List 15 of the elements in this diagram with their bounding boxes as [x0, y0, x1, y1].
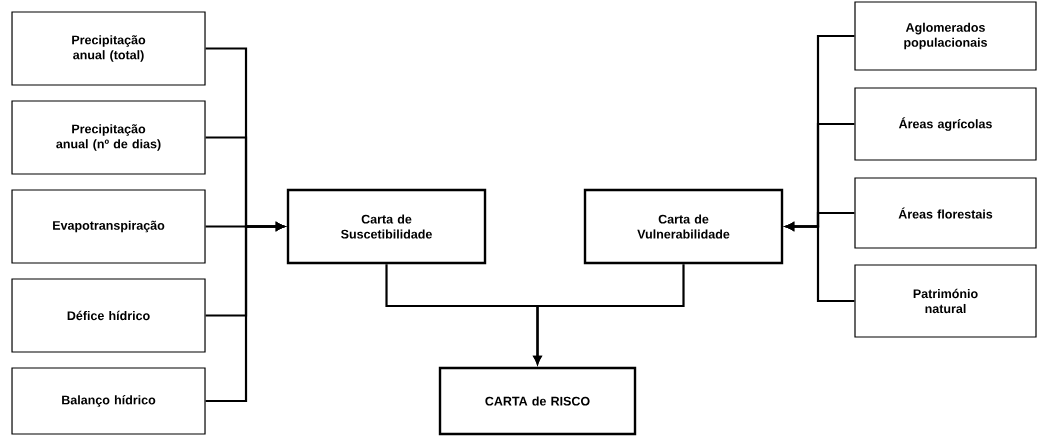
input-box: Áreas florestais — [854, 177, 1037, 249]
input-box: Áreas agrícolas — [854, 87, 1037, 161]
input-box: Défice hídrico — [11, 278, 206, 353]
map-box: Carta de Vulnerabilidade — [583, 188, 784, 265]
input-box: Património natural — [854, 264, 1037, 338]
input-box: Evapotranspiração — [11, 189, 206, 264]
input-box: Balanço hídrico — [11, 367, 206, 435]
arrow — [785, 222, 855, 303]
input-box: Aglomerados populacionais — [854, 1, 1037, 71]
arrow — [533, 264, 685, 365]
input-box: Precipitação anual (nº de dias) — [11, 100, 206, 175]
map-box: Carta de Suscetibilidade — [286, 188, 487, 265]
arrow — [205, 222, 285, 403]
input-box: Precipitação anual (total) — [11, 11, 206, 86]
result-box: CARTA de RISCO — [438, 366, 637, 436]
